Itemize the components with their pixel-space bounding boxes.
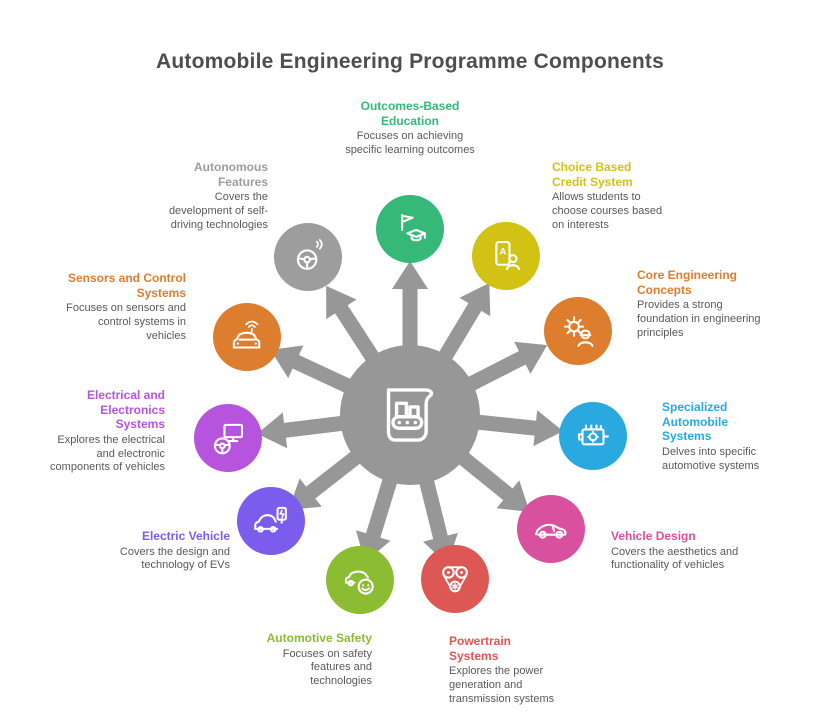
specialized-automobile-systems-circle <box>559 402 627 470</box>
hub-starburst <box>257 261 564 565</box>
node-description: Provides a strong foundation in engineer… <box>637 299 761 339</box>
node-title: Powertrain Systems <box>449 634 512 663</box>
node-description: Focuses on sensors and control systems i… <box>66 302 186 342</box>
node-description: Focuses on achieving specific learning o… <box>345 130 475 156</box>
production-line-blueprint-icon <box>367 372 453 458</box>
node-title: Electrical and Electronics Systems <box>86 388 165 432</box>
label-outcomes-based-education: Outcomes-Based Education Focuses on achi… <box>340 99 480 158</box>
node-title: Specialized Automobile Systems <box>662 400 728 444</box>
steering-wheel-sonar-icon <box>296 239 323 270</box>
label-electrical-electronics-systems: Electrical and Electronics Systems Explo… <box>40 388 165 475</box>
label-powertrain-systems: Powertrain Systems Explores the power ge… <box>449 634 587 707</box>
node-description: Focuses on safety features and technolog… <box>282 647 372 688</box>
engine-block-icon <box>577 424 609 446</box>
timing-belt-pulleys-icon <box>442 566 468 593</box>
label-electric-vehicle: Electric Vehicle Covers the design and t… <box>100 529 230 573</box>
label-choice-based-credit-system: Choice Based Credit System Allows studen… <box>552 160 667 233</box>
sensors-control-systems-circle <box>213 303 281 371</box>
autonomous-features-circle <box>274 223 342 291</box>
node-title: Automotive Safety <box>266 631 372 645</box>
node-description: Covers the development of self-driving t… <box>168 191 268 231</box>
choice-based-credit-system-circle: A <box>472 222 540 290</box>
node-title: Sensors and Control Systems <box>67 271 186 300</box>
svg-text:A: A <box>499 246 506 257</box>
outcomes-based-education-circle <box>376 195 444 263</box>
label-vehicle-design: Vehicle Design Covers the aesthetics and… <box>611 529 751 573</box>
label-sensors-control-systems: Sensors and Control Systems Focuses on s… <box>60 271 186 344</box>
label-core-engineering-concepts: Core Engineering Concepts Provides a str… <box>637 268 775 341</box>
node-description: Explores the electrical and electronic c… <box>50 433 165 474</box>
node-description: Explores the power generation and transm… <box>449 665 555 705</box>
node-title: Choice Based Credit System <box>552 160 633 189</box>
electric-vehicle-circle <box>237 487 305 555</box>
gear-engineer-icon <box>563 316 594 347</box>
car-child-safety-icon <box>344 570 374 595</box>
diagram-title: Automobile Engineering Programme Compone… <box>156 50 664 73</box>
node-title: Core Engineering Concepts <box>637 268 738 297</box>
electrical-electronics-circle <box>194 404 262 472</box>
core-engineering-concepts-circle <box>544 297 612 365</box>
powertrain-systems-circle <box>421 545 489 613</box>
label-automotive-safety: Automotive Safety Focuses on safety feat… <box>242 631 372 689</box>
node-title: Electric Vehicle <box>141 529 230 543</box>
sports-car-icon <box>535 523 567 539</box>
node-description: Covers the design and technology of EVs <box>119 545 230 572</box>
node-description: Allows students to choose courses based … <box>552 191 663 231</box>
node-title: Outcomes-Based Education <box>360 99 460 128</box>
node-description: Delves into specific automotive systems <box>662 445 760 472</box>
node-description: Covers the aesthetics and functionality … <box>611 545 739 572</box>
label-autonomous-features: Autonomous Features Covers the developme… <box>150 160 268 233</box>
label-specialized-automobile-systems: Specialized Automobile Systems Delves in… <box>662 400 784 473</box>
monitor-steering-wheel-icon <box>213 423 244 455</box>
node-title: Autonomous Features <box>194 160 268 189</box>
vehicle-design-circle <box>517 495 585 563</box>
car-signal-icon <box>232 320 261 349</box>
node-title: Vehicle Design <box>611 529 696 543</box>
course-card-student-icon: A <box>495 240 521 271</box>
ev-charging-car-icon <box>254 506 287 533</box>
flag-graduation-cap-icon <box>401 213 426 242</box>
automotive-safety-circle <box>326 546 394 614</box>
